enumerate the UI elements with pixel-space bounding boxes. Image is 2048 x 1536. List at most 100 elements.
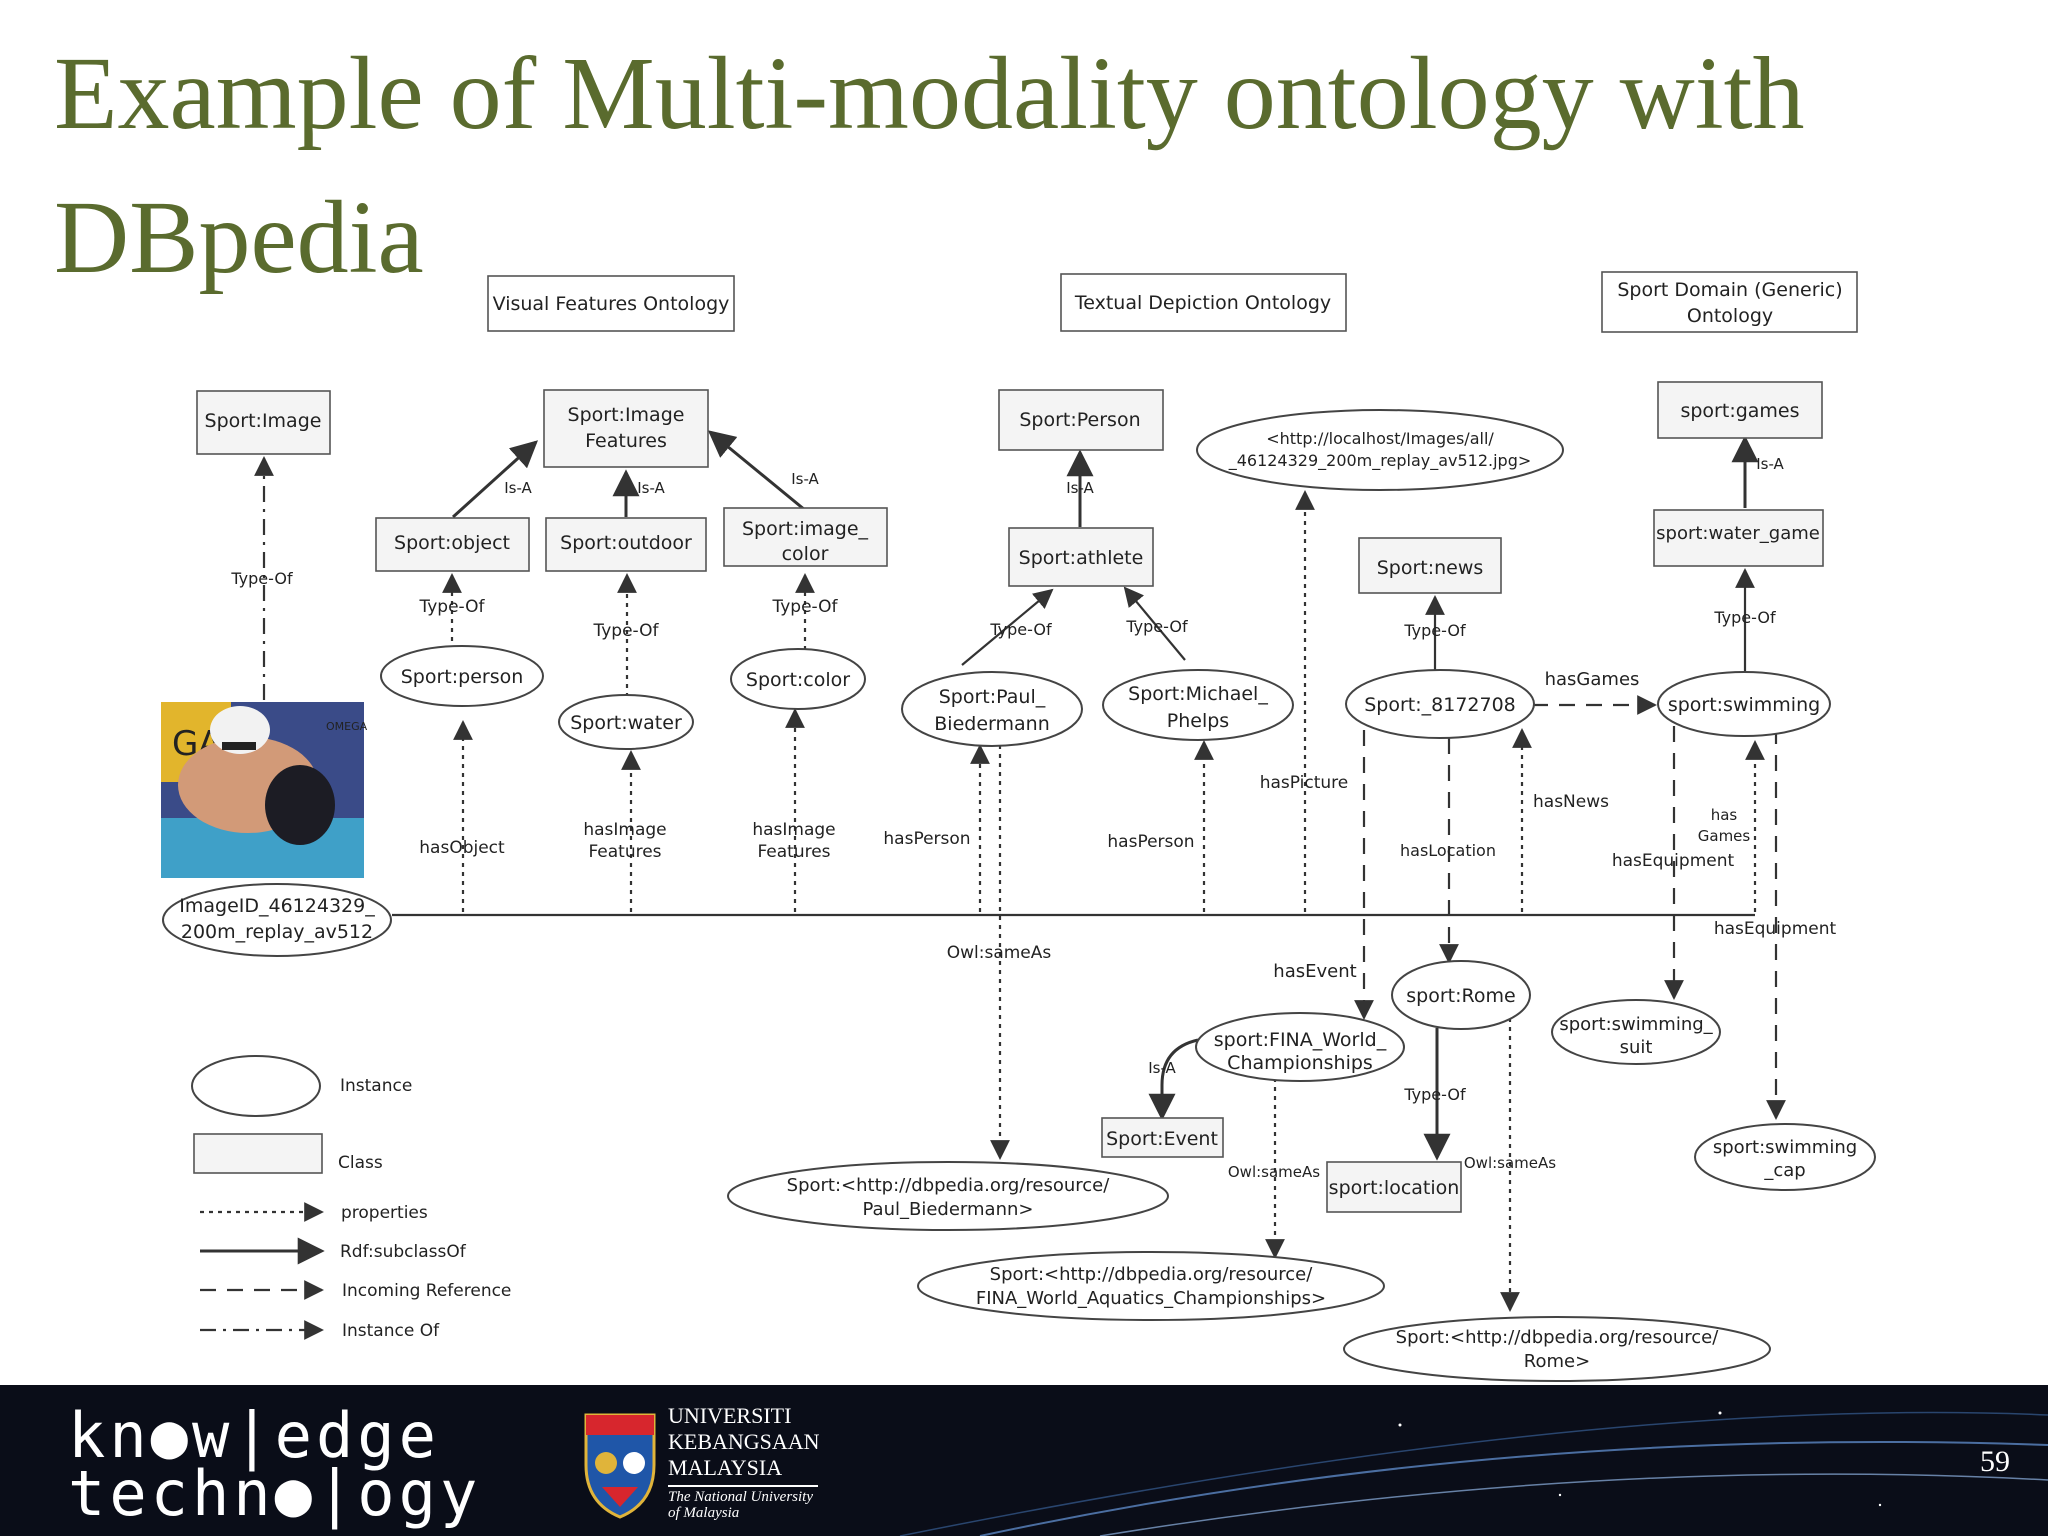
instance-swimming-suit — [1551, 999, 1721, 1065]
label-rome-typeof: Type-Of — [1403, 1085, 1466, 1104]
label-paul-sameas: Owl:sameAs — [947, 943, 1052, 963]
class-location — [1326, 1161, 1462, 1213]
instance-news-id-label: Sport:_8172708 — [1364, 694, 1516, 716]
university-name-line-1: UNIVERSITI — [668, 1403, 792, 1428]
label-has-equipment-suit: hasEquipment — [1612, 851, 1735, 871]
legend-instance-of-label: Instance Of — [342, 1321, 440, 1341]
knowledge-logo-line-2: techn●|ogy — [68, 1457, 482, 1530]
sport-domain-label-2: Ontology — [1687, 305, 1773, 327]
ontology-diagram: Visual Features Ontology Textual Depicti… — [161, 271, 1876, 1382]
university-name-line-3: MALAYSIA — [668, 1455, 783, 1480]
class-games-label: sport:games — [1680, 400, 1799, 422]
visual-ontology-header — [487, 275, 735, 332]
label-news-typeof: Type-Of — [1403, 621, 1466, 640]
class-nodes: Sport:Image Sport:Image Features Sport:o… — [196, 381, 1824, 1213]
label-image-typeof: Type-Of — [230, 569, 293, 588]
label-fina-sameas: Owl:sameAs — [1228, 1163, 1320, 1181]
instance-dbpedia-rome-label-2: Rome> — [1524, 1351, 1590, 1372]
class-news — [1358, 537, 1502, 594]
university-tagline-2: of Malaysia — [668, 1505, 740, 1521]
class-object-label: Sport:object — [394, 532, 510, 554]
instance-swimming-label: sport:swimming — [1668, 694, 1820, 716]
class-image-color-label-1: Sport:image_ — [742, 518, 869, 540]
instance-image-url-label-2: _46124329_200m_replay_av512.jpg> — [1228, 451, 1532, 471]
instance-color — [730, 648, 866, 710]
instance-swimming-cap-label-2: _cap — [1763, 1160, 1805, 1181]
class-image-color — [723, 507, 888, 567]
footer-swoosh-art — [899, 1411, 2048, 1536]
class-image-features-label-1: Sport:Image — [568, 404, 685, 426]
footer-bar: kn●w|edge techn●|ogy UNIVERSITI KEBANGSA… — [0, 1385, 2048, 1536]
label-has-event: hasEvent — [1273, 961, 1356, 982]
class-athlete-label: Sport:athlete — [1019, 547, 1144, 569]
class-person-label: Sport:Person — [1019, 409, 1140, 431]
edge-michael-typeof — [1123, 586, 1186, 661]
instance-dbpedia-fina-label-1: Sport:<http://dbpedia.org/resource/ — [990, 1264, 1314, 1285]
label-person-typeof: Type-Of — [418, 597, 485, 617]
instance-michael-label-2: Phelps — [1167, 710, 1229, 732]
label-has-person-michael: hasPerson — [1107, 832, 1194, 852]
label-has-person-paul: hasPerson — [883, 829, 970, 849]
class-person — [998, 389, 1164, 451]
instance-paul-label-2: Biedermann — [934, 713, 1049, 735]
class-event-label: Sport:Event — [1106, 1128, 1218, 1150]
edge-fina-isa — [1148, 1038, 1199, 1121]
class-event — [1101, 1117, 1224, 1158]
edge-labels: Type-Of Type-Of Type-Of Type-Of Type-Of … — [230, 455, 1836, 1181]
class-image-color-label-2: color — [782, 543, 829, 565]
instance-paul — [901, 671, 1083, 747]
class-object — [375, 517, 530, 572]
instance-dbpedia-paul-label-1: Sport:<http://dbpedia.org/resource/ — [787, 1175, 1111, 1196]
class-sport-image-label: Sport:Image — [205, 410, 322, 432]
swimmer-photo: GA OMEGA — [161, 702, 368, 878]
label-has-equipment-cap: hasEquipment — [1714, 919, 1837, 939]
instance-fina — [1195, 1012, 1405, 1082]
label-object-isa: Is-A — [504, 479, 532, 497]
label-has-games: hasGames — [1545, 669, 1640, 690]
instance-swimming-suit-label-1: sport:swimming_ — [1559, 1014, 1713, 1035]
label-has-games-1: has — [1711, 806, 1738, 824]
instance-water-label: Sport:water — [570, 712, 682, 734]
university-divider — [668, 1485, 818, 1487]
instance-dbpedia-paul — [727, 1161, 1169, 1231]
instance-swimming-cap-label-1: sport:swimming — [1713, 1137, 1857, 1158]
instance-image-id-label-2: 200m_replay_av512 — [181, 921, 373, 943]
instance-image-url-label-1: <http://localhost/Images/all/ — [1266, 429, 1494, 448]
sport-domain-header — [1601, 271, 1858, 333]
label-fina-isa: Is-A — [1148, 1059, 1176, 1077]
instance-dbpedia-fina-label-2: FINA_World_Aquatics_Championships> — [976, 1288, 1326, 1309]
class-news-label: Sport:news — [1377, 557, 1484, 579]
diagram-edges — [254, 430, 1786, 1312]
label-has-games-2: Games — [1698, 827, 1751, 845]
class-games — [1657, 381, 1823, 439]
instance-swimming — [1657, 671, 1831, 737]
class-image-features — [543, 389, 709, 468]
legend: Instance Class properties Rdf:subclassOf… — [191, 1055, 511, 1341]
class-outdoor-label: Sport:outdoor — [560, 532, 692, 554]
legend-class-shape — [193, 1133, 323, 1174]
knowledge-logo-line-1: kn●w|edge — [68, 1399, 440, 1472]
ontology-headers: Visual Features Ontology Textual Depicti… — [487, 271, 1858, 333]
instance-person — [380, 645, 544, 707]
label-has-image-1b: Features — [588, 842, 661, 862]
class-water-game-label: sport:water_game — [1656, 523, 1820, 544]
instance-image-url — [1196, 409, 1564, 491]
instance-fina-label-1: sport:FINA_World_ — [1214, 1029, 1387, 1051]
class-water-game — [1653, 509, 1824, 567]
legend-class-label: Class — [338, 1153, 383, 1173]
instance-person-label: Sport:person — [401, 666, 524, 688]
instance-color-label: Sport:color — [746, 669, 850, 691]
label-imagecolor-isa: Is-A — [791, 470, 819, 488]
university-name-line-2: KEBANGSAAN — [668, 1429, 820, 1454]
label-water-typeof: Type-Of — [592, 621, 659, 641]
label-outdoor-isa: Is-A — [637, 479, 665, 497]
label-michael-typeof: Type-Of — [1125, 617, 1188, 636]
ukm-crest-icon — [584, 1413, 656, 1519]
label-rome-sameas: Owl:sameAs — [1464, 1154, 1556, 1172]
textual-ontology-label: Textual Depiction Ontology — [1074, 292, 1331, 314]
sport-domain-label-1: Sport Domain (Generic) — [1617, 279, 1842, 301]
instance-michael-label-1: Sport:Michael_ — [1128, 683, 1268, 705]
edge-paul-typeof — [961, 588, 1054, 666]
slide-title: Example of Multi-modality ontology with … — [54, 36, 1805, 295]
instance-fina-label-2: Championships — [1227, 1052, 1373, 1074]
